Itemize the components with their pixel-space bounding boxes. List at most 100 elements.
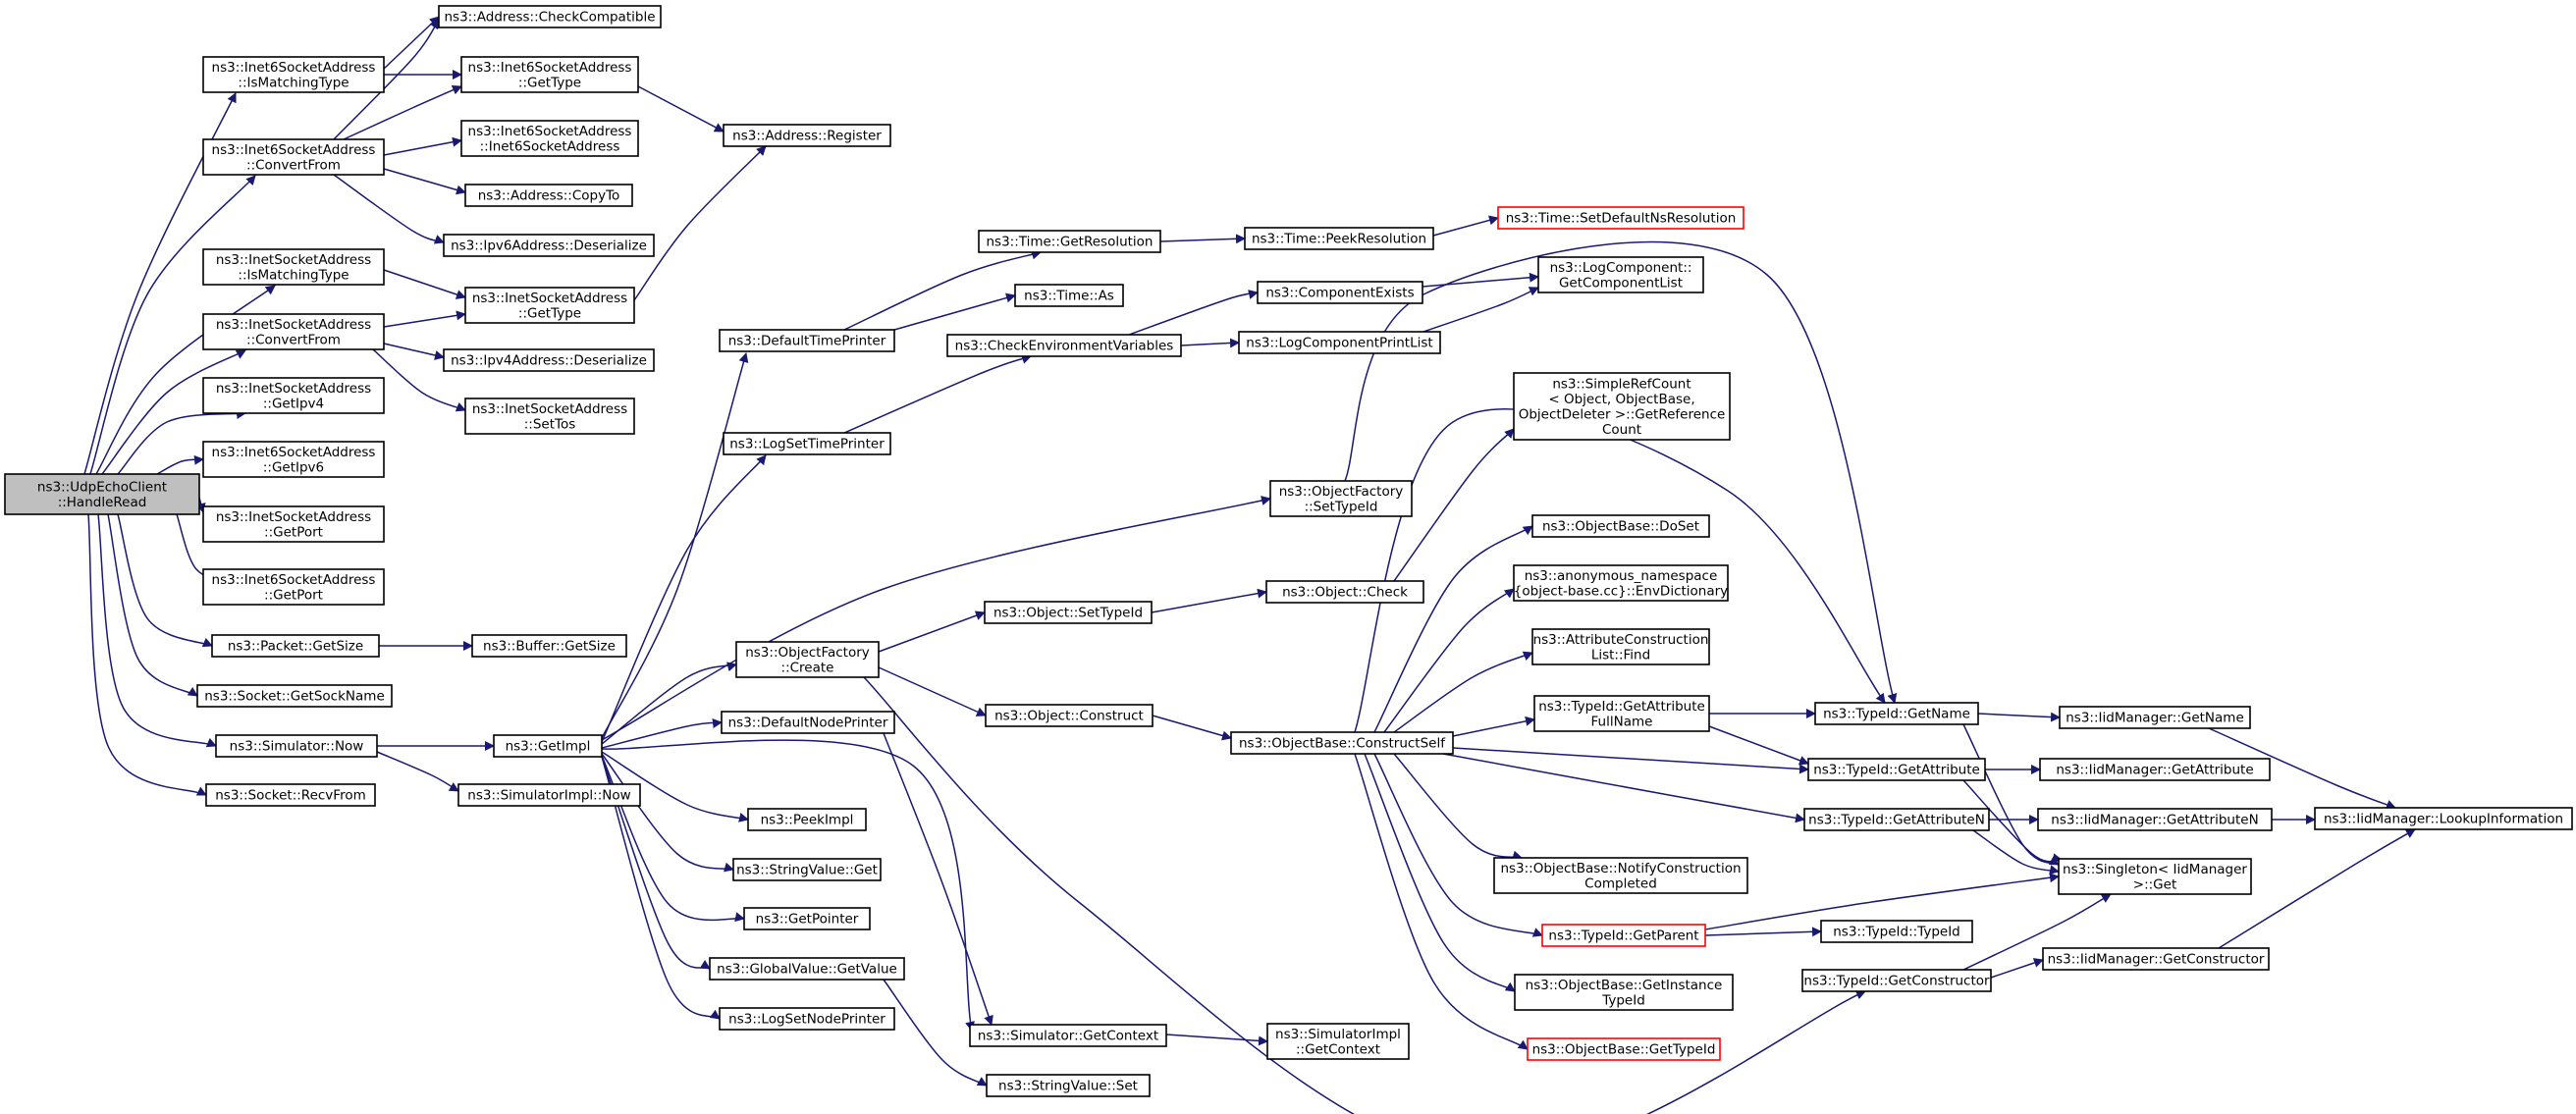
node-objectfactory_settypeid[interactable]: ns3::ObjectFactory::SetTypeId: [1269, 480, 1413, 517]
node-time_getresolution[interactable]: ns3::Time::GetResolution: [978, 230, 1161, 253]
node-label: ::ConvertFrom: [246, 157, 341, 173]
node-label: ns3::InetSocketAddress: [472, 401, 627, 417]
node-componentexists[interactable]: ns3::ComponentExists: [1257, 281, 1423, 304]
call-edge-root-to-inet_ismatching: [95, 285, 276, 475]
node-stringvalue_get[interactable]: ns3::StringValue::Get: [732, 858, 882, 881]
node-getimpl[interactable]: ns3::GetImpl: [493, 734, 603, 758]
call-edge-typeid_getparent-to-typeid_typeid: [1704, 927, 1822, 937]
node-label: ns3::Socket::GetSockName: [204, 689, 385, 705]
node-logsettimeprinter[interactable]: ns3::LogSetTimePrinter: [723, 432, 891, 455]
node-objectbase_constructself[interactable]: ns3::ObjectBase::ConstructSelf: [1230, 731, 1454, 755]
node-inet_gettype[interactable]: ns3::InetSocketAddress::GetType: [464, 287, 635, 324]
node-anon_envdictionary[interactable]: ns3::anonymous_namespace{object-base.cc}…: [1513, 564, 1729, 602]
node-globalvalue_getvalue[interactable]: ns3::GlobalValue::GetValue: [709, 957, 905, 981]
node-objectfactory_create[interactable]: ns3::ObjectFactory::Create: [735, 641, 880, 678]
node-typeid_getconstructor[interactable]: ns3::TypeId::GetConstructor: [1801, 969, 1992, 992]
node-inet6_gettype[interactable]: ns3::Inet6SocketAddress::GetType: [460, 56, 639, 93]
node-simplerefcount_getreferencecount[interactable]: ns3::SimpleRefCount< Object, ObjectBase,…: [1513, 372, 1731, 441]
node-getpointer[interactable]: ns3::GetPointer: [743, 907, 871, 930]
node-label: ns3::InetSocketAddress: [216, 317, 371, 333]
node-inet_convertfrom[interactable]: ns3::InetSocketAddress::ConvertFrom: [202, 313, 385, 350]
node-peekimpl[interactable]: ns3::PeekImpl: [747, 808, 867, 831]
node-typeid_getparent[interactable]: ns3::TypeId::GetParent: [1541, 924, 1706, 947]
node-iidmanager_getname[interactable]: ns3::IidManager::GetName: [2059, 706, 2251, 729]
call-edge-objectfactory_create-to-object_construct: [878, 666, 987, 716]
call-edge-logcomponentprintlist-to-logcomponent_getcomponentlist: [1422, 287, 1539, 333]
node-simulator_now[interactable]: ns3::Simulator::Now: [215, 734, 378, 758]
node-inet6_getport[interactable]: ns3::Inet6SocketAddress::GetPort: [202, 568, 385, 606]
node-box: [735, 641, 880, 678]
call-edge-iidmanager_getconstructor-to-iidmanager_lookupinformation: [2218, 828, 2416, 949]
node-box: [211, 634, 380, 658]
node-objectbase_doset[interactable]: ns3::ObjectBase::DoSet: [1531, 514, 1710, 538]
node-logcomponentprintlist[interactable]: ns3::LogComponentPrintList: [1238, 331, 1441, 354]
node-address_checkcompatible[interactable]: ns3::Address::CheckCompatible: [438, 5, 662, 28]
node-socket_getsockname[interactable]: ns3::Socket::GetSockName: [196, 684, 393, 708]
node-objectbase_gettypeid[interactable]: ns3::ObjectBase::GetTypeId: [1527, 1037, 1721, 1061]
node-label: List::Find: [1591, 647, 1650, 663]
node-box: [464, 184, 633, 207]
node-label: ns3::SimulatorImpl::Now: [467, 788, 630, 804]
call-edge-root-to-socket_getsockname: [107, 513, 198, 697]
node-label: ns3::Object::Construct: [994, 709, 1144, 724]
node-label: ::Inet6SocketAddress: [480, 138, 620, 154]
node-inet_ismatching[interactable]: ns3::InetSocketAddress::IsMatchingType: [202, 248, 385, 286]
node-checkenv[interactable]: ns3::CheckEnvironmentVariables: [946, 334, 1182, 357]
node-objectbase_notifyconstructioncompleted[interactable]: ns3::ObjectBase::NotifyConstructionCompl…: [1493, 857, 1748, 894]
node-box: [1820, 920, 1973, 943]
node-inet_getport[interactable]: ns3::InetSocketAddress::GetPort: [202, 505, 385, 543]
node-object_construct[interactable]: ns3::Object::Construct: [985, 704, 1154, 727]
call-edge-inet6_convertfrom-to-address_copyto: [383, 168, 466, 195]
node-singleton_get[interactable]: ns3::Singleton< IidManager>::Get: [2058, 858, 2252, 895]
node-inet_getipv4[interactable]: ns3::InetSocketAddress::GetIpv4: [202, 377, 385, 414]
node-label: TypeId: [1601, 992, 1645, 1008]
node-inet6_ismatching[interactable]: ns3::Inet6SocketAddress::IsMatchingType: [202, 56, 385, 93]
node-defaulttimeprinter[interactable]: ns3::DefaultTimePrinter: [719, 329, 895, 352]
node-typeid_getname[interactable]: ns3::TypeId::GetName: [1814, 702, 1979, 725]
node-stringvalue_set[interactable]: ns3::StringValue::Set: [986, 1074, 1151, 1097]
node-address_register[interactable]: ns3::Address::Register: [723, 124, 891, 147]
node-defaultnodeprinter[interactable]: ns3::DefaultNodePrinter: [721, 711, 895, 734]
node-time_peekresolution[interactable]: ns3::Time::PeekResolution: [1244, 227, 1434, 250]
node-label: ns3::Ipv6Address::Deserialize: [451, 239, 647, 254]
node-box: [1537, 256, 1704, 293]
node-label: ns3::ObjectBase::DoSet: [1542, 519, 1699, 535]
node-root[interactable]: ns3::UdpEchoClient::HandleRead: [4, 473, 200, 515]
node-inet6_convertfrom[interactable]: ns3::Inet6SocketAddress::ConvertFrom: [202, 138, 385, 176]
node-ipv4_deserialize[interactable]: ns3::Ipv4Address::Deserialize: [443, 348, 655, 372]
node-inet6_ctor[interactable]: ns3::Inet6SocketAddress::Inet6SocketAddr…: [460, 120, 639, 157]
node-packet_getsize[interactable]: ns3::Packet::GetSize: [211, 634, 380, 658]
node-label: ns3::ObjectBase::GetTypeId: [1532, 1042, 1716, 1058]
node-box: [2059, 706, 2251, 729]
node-box: [438, 5, 662, 28]
node-time_setdefaultnsresolution[interactable]: ns3::Time::SetDefaultNsResolution: [1497, 206, 1744, 230]
node-iidmanager_getconstructor[interactable]: ns3::IidManager::GetConstructor: [2042, 947, 2270, 971]
node-iidmanager_getattribute[interactable]: ns3::IidManager::GetAttribute: [2039, 758, 2271, 781]
node-inet6_getipv6[interactable]: ns3::Inet6SocketAddress::GetIpv6: [202, 441, 385, 478]
node-logsetnodeprinter[interactable]: ns3::LogSetNodePrinter: [719, 1007, 895, 1031]
node-socket_recvfrom[interactable]: ns3::Socket::RecvFrom: [205, 783, 376, 807]
node-simulatorimpl_now[interactable]: ns3::SimulatorImpl::Now: [457, 783, 641, 807]
node-typeid_getattribute[interactable]: ns3::TypeId::GetAttribute: [1807, 758, 1986, 781]
node-simulator_getcontext[interactable]: ns3::Simulator::GetContext: [969, 1024, 1167, 1047]
node-object_check[interactable]: ns3::Object::Check: [1265, 580, 1424, 604]
node-typeid_getattributen[interactable]: ns3::TypeId::GetAttributeN: [1803, 808, 1990, 831]
node-iidmanager_getattributen[interactable]: ns3::IidManager::GetAttributeN: [2037, 808, 2273, 831]
call-edge-object_check-to-simplerefcount_getreferencecount: [1393, 428, 1515, 582]
node-address_copyto[interactable]: ns3::Address::CopyTo: [464, 184, 633, 207]
node-ipv6_deserialize[interactable]: ns3::Ipv6Address::Deserialize: [443, 234, 655, 257]
node-label: ns3::LogSetNodePrinter: [728, 1012, 886, 1028]
node-iidmanager_lookupinformation[interactable]: ns3::IidManager::LookupInformation: [2314, 807, 2573, 830]
node-simulatorimpl_getcontext[interactable]: ns3::SimulatorImpl::GetContext: [1266, 1023, 1410, 1060]
node-logcomponent_getcomponentlist[interactable]: ns3::LogComponent::GetComponentList: [1537, 256, 1704, 293]
node-time_as[interactable]: ns3::Time::As: [1014, 284, 1124, 307]
node-typeid_typeid[interactable]: ns3::TypeId::TypeId: [1820, 920, 1973, 943]
node-label: ns3::Time::PeekResolution: [1252, 232, 1426, 247]
call-edge-typeid_getparent-to-singleton_get: [1704, 873, 2060, 930]
node-inet_settos[interactable]: ns3::InetSocketAddress::SetTos: [464, 398, 635, 435]
node-buffer_getsize[interactable]: ns3::Buffer::GetSize: [471, 634, 627, 658]
node-object_settypeid[interactable]: ns3::Object::SetTypeId: [984, 601, 1153, 624]
